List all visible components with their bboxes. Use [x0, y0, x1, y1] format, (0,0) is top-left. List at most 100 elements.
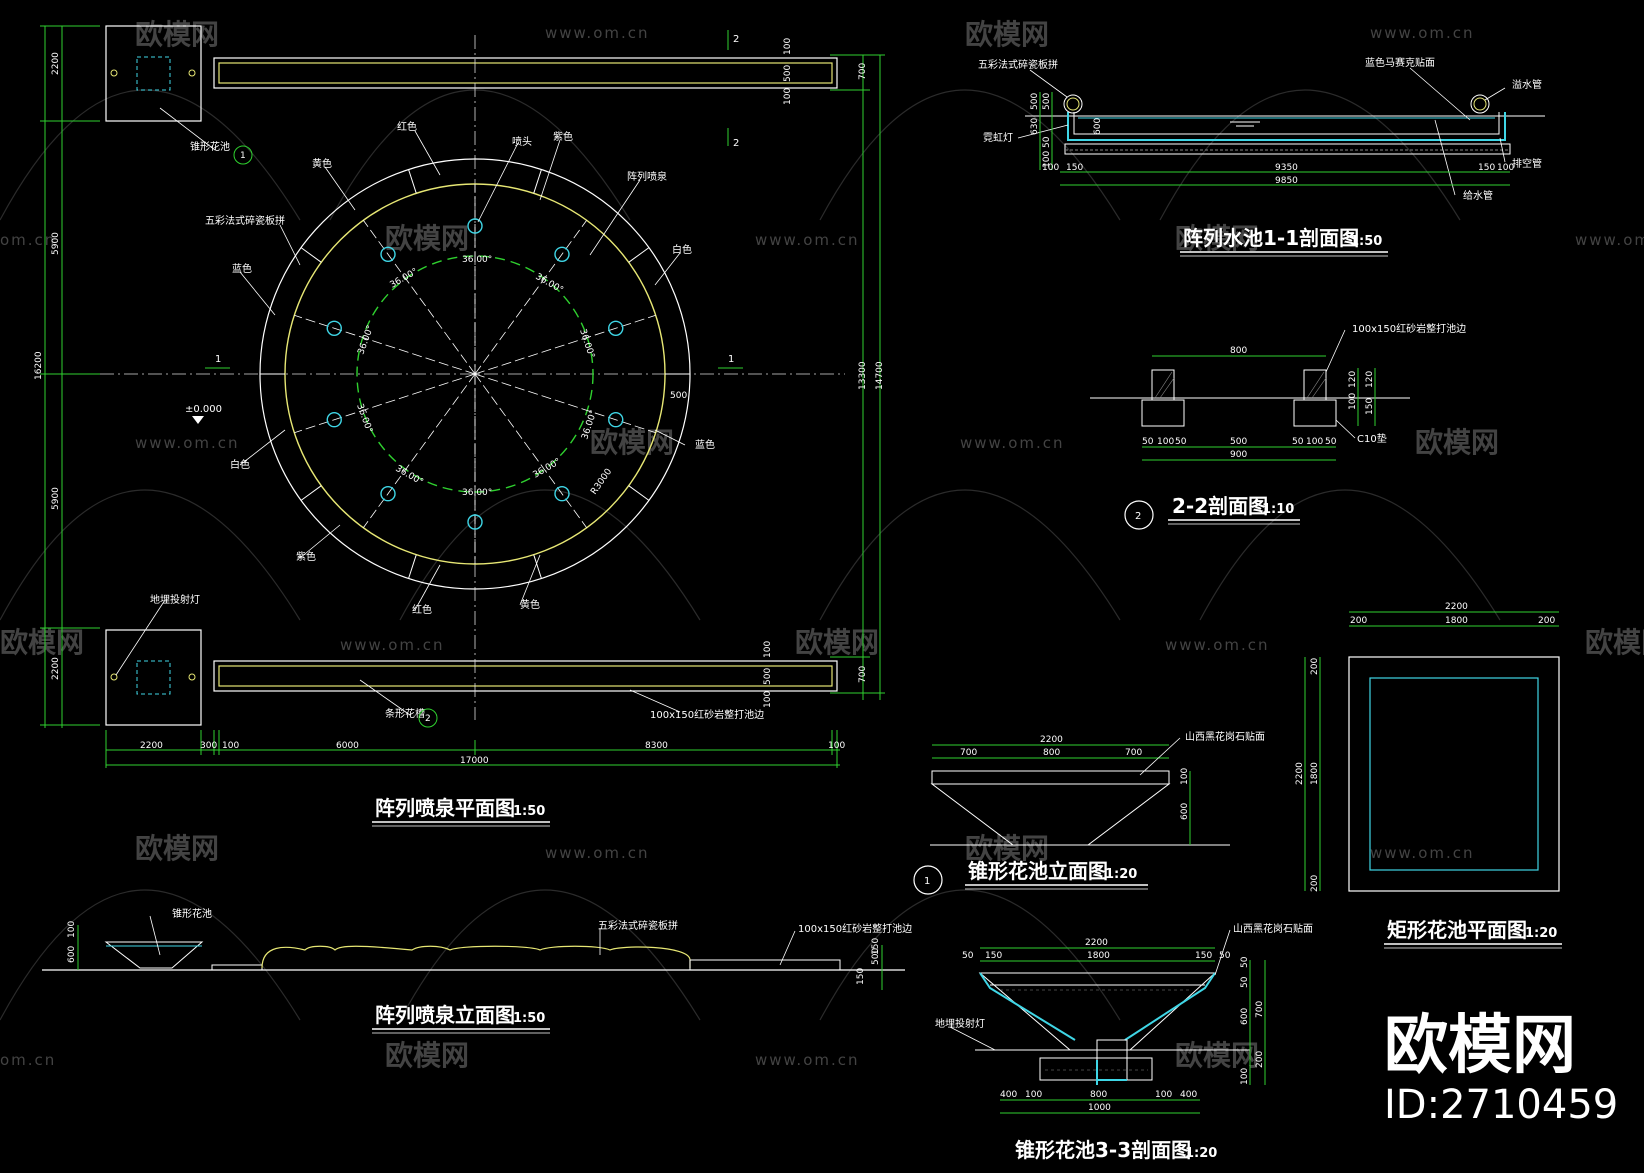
plan-label-ground-light: 地埋投射灯 — [150, 593, 200, 606]
plan-dim-700-top: 700 — [858, 63, 868, 80]
svg-text:36.00°: 36.00° — [389, 267, 420, 291]
plan-section-mark-1-left: 1 — [215, 354, 221, 365]
elev-label-cone: 锥形花池 — [172, 907, 212, 920]
cone-sec-dim-top: 2200 — [1085, 938, 1108, 948]
rect-plan-dim-top: 2200 — [1445, 602, 1468, 612]
watermark-brand: 欧模网 — [1175, 1039, 1259, 1072]
rect-plan-inner — [1369, 677, 1539, 871]
svg-text:200: 200 — [1350, 616, 1367, 626]
plan-dim-700-bottom: 700 — [858, 666, 868, 683]
svg-text:50: 50 — [962, 951, 974, 961]
watermark-brand: 欧模网 — [1585, 626, 1644, 659]
fountain-nozzle — [554, 246, 570, 262]
svg-text:150: 150 — [985, 951, 1002, 961]
fountain-spoke — [474, 314, 656, 375]
fountain-nozzle — [467, 514, 483, 530]
fountain-nozzle — [608, 320, 624, 336]
elev-cone-pool — [104, 941, 204, 969]
rect-plan-title-scale: 1:20 — [1525, 926, 1557, 941]
svg-text:500: 500 — [1030, 93, 1040, 110]
svg-text:100: 100 — [1240, 1068, 1250, 1085]
plan-dim-2200-top: 2200 — [51, 52, 61, 75]
elev-title-scale: 1:50 — [513, 1011, 545, 1026]
svg-text:150: 150 — [1365, 398, 1375, 415]
fountain-nozzle — [380, 246, 396, 262]
cone-sec-title: 锥形花池3-3剖面图 — [1015, 1138, 1191, 1162]
fountain-nozzle — [608, 412, 624, 428]
sec11-width-inner: 9350 — [1275, 163, 1298, 173]
watermark-brand: 欧模网 — [135, 18, 219, 51]
svg-text:1800: 1800 — [1087, 951, 1110, 961]
svg-text:100: 100 — [1042, 163, 1059, 173]
watermark-url: www.om.cn — [1575, 231, 1644, 249]
svg-text:100: 100 — [67, 921, 77, 938]
watermark-url: www.om.cn — [755, 1051, 860, 1069]
elev-fountain-water — [261, 945, 691, 969]
elev-title: 阵列喷泉立面图 — [375, 1003, 515, 1027]
sec22-callout-circle — [1124, 500, 1154, 530]
svg-text:100: 100 — [1155, 1090, 1172, 1100]
svg-text:50: 50 — [1219, 951, 1231, 961]
fountain-ring-divider — [628, 247, 650, 263]
plan-dim-bottom-8300: 8300 — [645, 741, 668, 751]
watermark-brand: 欧模网 — [965, 18, 1049, 51]
plan-section-mark-1-right: 1 — [728, 354, 734, 365]
cone-sec-label-top: 山西黑花岗石贴面 — [1233, 922, 1313, 935]
fountain-ring-divider — [628, 485, 650, 501]
watermark-brand: 欧模网 — [965, 832, 1049, 865]
plan-callout-circle-1 — [233, 145, 253, 165]
watermark-brand: 欧模网 — [385, 1039, 469, 1072]
watermark-url: www.om.cn — [1370, 24, 1475, 42]
plan-label-blue-right: 蓝色 — [695, 438, 715, 451]
sec11-title-scale: 1:50 — [1350, 234, 1382, 249]
sec11-coping-left — [1063, 94, 1083, 114]
svg-text:600: 600 — [1240, 1008, 1250, 1025]
svg-text:50: 50 — [1142, 437, 1154, 447]
svg-text:200: 200 — [1255, 1051, 1265, 1068]
fountain-spoke — [294, 373, 476, 434]
fountain-nozzle — [554, 486, 570, 502]
fountain-ring-divider — [533, 554, 542, 579]
plan-trough-bottom — [213, 660, 838, 692]
svg-text:100: 100 — [763, 691, 773, 708]
fountain-spoke — [294, 314, 476, 375]
svg-text:500: 500 — [871, 948, 881, 965]
svg-text:100: 100 — [1042, 151, 1052, 168]
svg-text:1: 1 — [240, 151, 246, 161]
sec11-label-supply: 给水管 — [1463, 189, 1493, 202]
plan-label-purple-bottom: 紫色 — [296, 550, 316, 563]
fountain-nozzle — [326, 412, 342, 428]
svg-text:36.00°: 36.00° — [356, 324, 376, 356]
sec11-coping-right — [1470, 94, 1490, 114]
plan-trough-top — [213, 57, 838, 89]
svg-text:36.00°: 36.00° — [532, 457, 563, 481]
plan-dim-bottom-2200: 2200 — [140, 741, 163, 751]
watermark-layer: 欧模网 欧模网 欧模网 欧模网 欧模网 欧模网 欧模网 欧模网 欧模网 欧模网 … — [0, 18, 1644, 1072]
svg-text:1: 1 — [924, 876, 930, 887]
pool-section-1-1: 五彩法式碎瓷板拼 蓝色马赛克贴面 溢水管 霓虹灯 排空管 给水管 500 500… — [978, 56, 1545, 257]
svg-text:700: 700 — [1125, 748, 1142, 758]
svg-text:400: 400 — [1000, 1090, 1017, 1100]
plan-square-planter-bottom — [105, 629, 202, 726]
plan-label-yellow-bottom: 黄色 — [520, 598, 540, 611]
svg-text:630: 630 — [1030, 118, 1040, 135]
plan-label-white-right: 白色 — [672, 243, 692, 256]
plan-label-yellow-top: 黄色 — [312, 157, 332, 170]
plan-label-flower-trough: 条形花槽 — [385, 707, 425, 720]
plan-label-curb: 100x150红砂岩整打池边 — [650, 708, 764, 721]
watermark-url: www.om.cn — [960, 434, 1065, 452]
fountain-spoke — [362, 220, 476, 375]
fountain-spoke — [362, 373, 476, 528]
svg-text:800: 800 — [1043, 748, 1060, 758]
watermark-url: www.om.cn — [1165, 636, 1270, 654]
rect-plan-dim-left: 2200 — [1295, 762, 1305, 785]
sec11-label-light: 霓虹灯 — [983, 132, 1013, 144]
fountain-nozzle — [326, 320, 342, 336]
plan-dim-5900-top: 5900 — [51, 232, 61, 255]
svg-text:150: 150 — [856, 968, 866, 985]
plan-dim-total: 17000 — [460, 756, 489, 766]
plan-label-blue: 蓝色 — [232, 262, 252, 275]
svg-text:100: 100 — [1306, 437, 1323, 447]
plan-angle-label: 36.00° — [462, 255, 492, 265]
watermark-brand: 欧模网 — [385, 222, 469, 255]
